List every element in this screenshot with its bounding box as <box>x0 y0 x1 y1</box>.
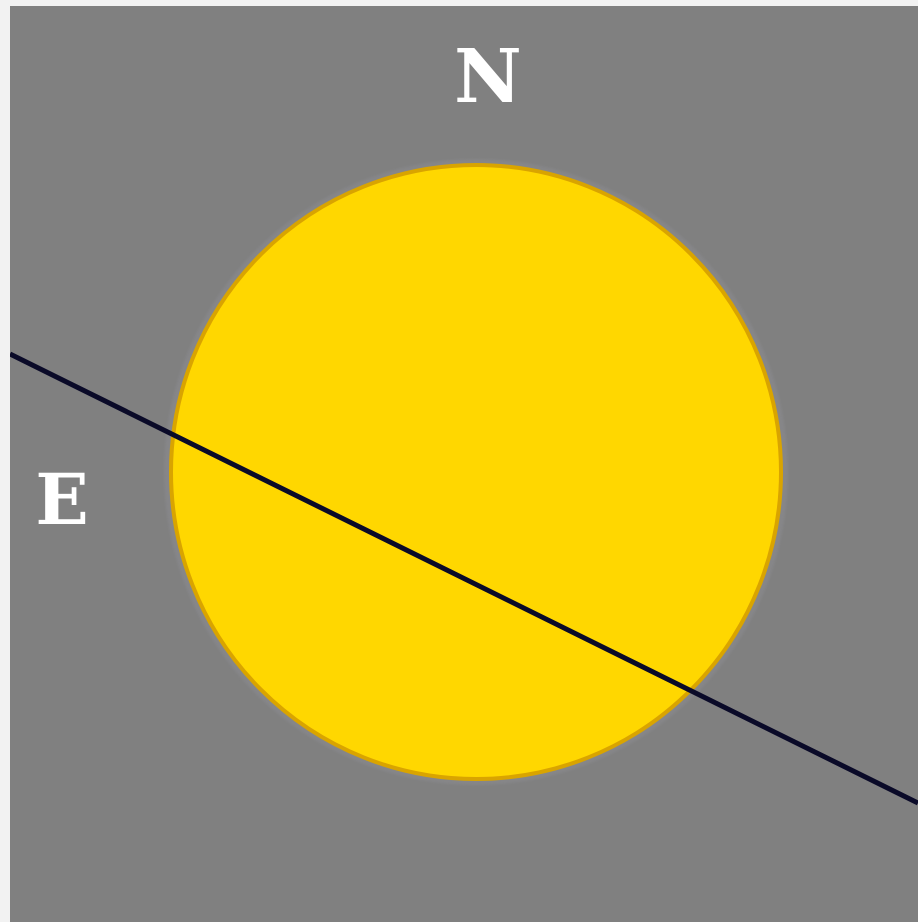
solar-diagram: N E <box>10 6 918 922</box>
sun-disk <box>171 165 781 779</box>
north-label: N <box>454 34 522 120</box>
east-label: E <box>35 458 88 541</box>
solar-diagram-canvas: N E <box>10 6 918 922</box>
